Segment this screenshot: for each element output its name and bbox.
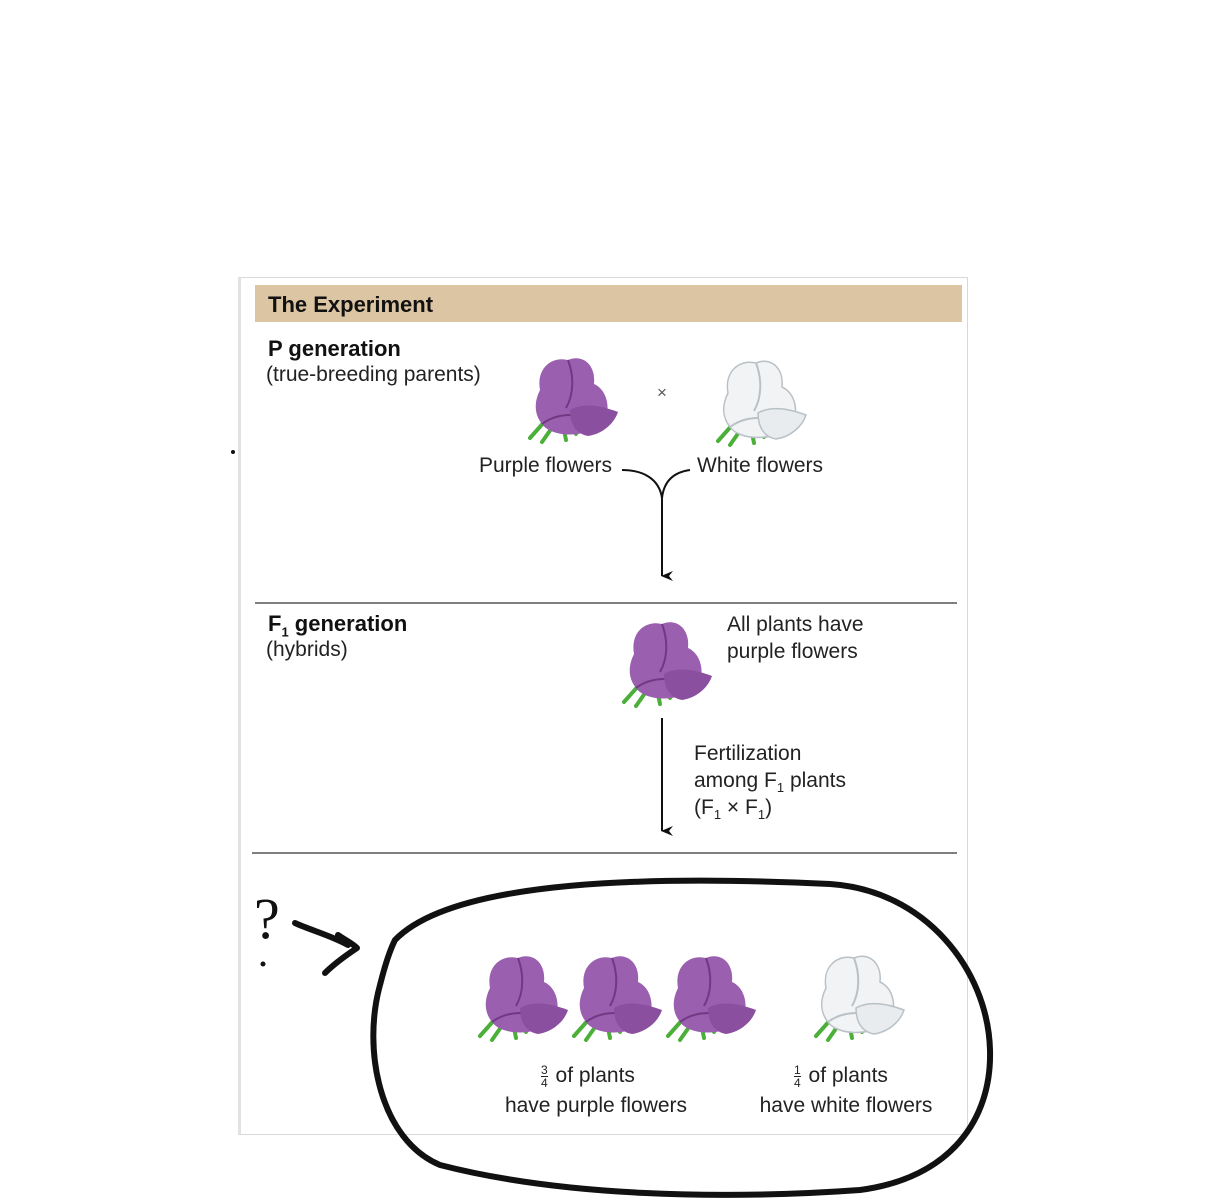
purple-flower-p bbox=[528, 358, 618, 444]
hand-drawn-arrow-head bbox=[322, 932, 360, 976]
f1-note-line2: purple flowers bbox=[727, 640, 858, 663]
panel-title: The Experiment bbox=[268, 292, 434, 317]
f1-generation-title: F1 generation bbox=[268, 611, 408, 640]
f1-generation-subtitle: (hybrids) bbox=[266, 638, 348, 661]
f1-note-line1: All plants have bbox=[727, 613, 864, 636]
handwritten-question-mark: ? bbox=[254, 886, 280, 951]
fertilization-line2: among F1 plants bbox=[694, 769, 846, 796]
question-mark-dot bbox=[260, 961, 266, 967]
cross-symbol: × bbox=[657, 383, 667, 402]
experiment-panel bbox=[238, 277, 968, 1135]
hand-drawn-arrow-shaft bbox=[292, 920, 351, 948]
purple-flower-f2-1 bbox=[478, 956, 568, 1042]
p-generation-title: P generation bbox=[268, 336, 401, 361]
p-generation-subtitle: (true-breeding parents) bbox=[266, 363, 481, 386]
white-flower-f2 bbox=[814, 955, 905, 1042]
purple-flower-f2-3 bbox=[666, 956, 756, 1042]
merge-curve-right bbox=[661, 469, 691, 499]
f2-purple-line2: have purple flowers bbox=[504, 1094, 688, 1117]
white-flower-p bbox=[716, 360, 807, 447]
stray-dot bbox=[231, 450, 235, 454]
hand-drawn-circle bbox=[370, 877, 994, 1198]
purple-flowers-label: Purple flowers bbox=[479, 454, 613, 477]
purple-flower-f2-2 bbox=[572, 956, 662, 1042]
f2-white-line2: have white flowers bbox=[759, 1094, 933, 1117]
fertilization-line1: Fertilization bbox=[694, 742, 802, 765]
header-bar bbox=[255, 285, 962, 322]
merge-curve-left bbox=[621, 469, 663, 499]
purple-flower-f1 bbox=[622, 622, 712, 708]
white-flowers-label: White flowers bbox=[697, 454, 824, 477]
fertilization-line3: (F1 × F1) bbox=[694, 796, 773, 823]
